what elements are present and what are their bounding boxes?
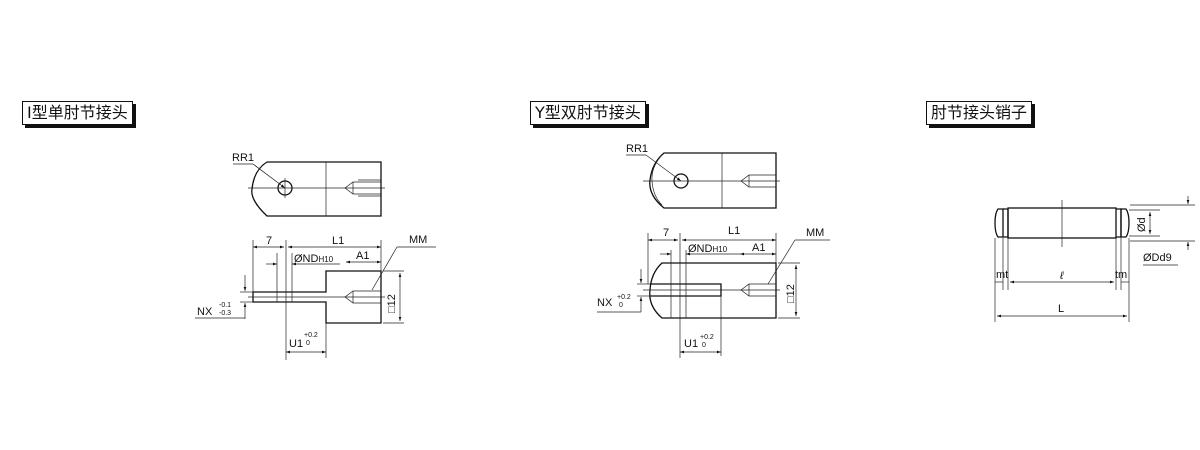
y-u1-lower-tol: 0 xyxy=(702,342,706,349)
pin-dim-L: L xyxy=(1058,303,1064,315)
pin-dim-tm: tm xyxy=(1115,269,1127,281)
i-dim-nx: NX xyxy=(197,306,213,318)
y-dim-sq12: □12 xyxy=(785,284,797,303)
i-nx-lower-tol: -0.3 xyxy=(219,310,231,317)
y-dim-l1: L1 xyxy=(728,225,740,237)
i-dim-l1: L1 xyxy=(332,235,344,247)
pin-dim-D: ØDd9 xyxy=(1143,252,1172,264)
i-dim-u1: U1 xyxy=(289,338,303,350)
y-nx-lower-tol: 0 xyxy=(619,302,623,309)
i-mm-label: MM xyxy=(409,234,427,246)
pin-dim-d: Ød xyxy=(1136,217,1148,232)
i-dim-7: 7 xyxy=(266,235,272,247)
y-u1-upper-tol: +0.2 xyxy=(700,334,714,341)
y-dim-nd: ØNDH10 xyxy=(688,243,728,255)
i-u1-upper-tol: +0.2 xyxy=(304,332,318,339)
y-dim-nx: NX xyxy=(597,297,613,309)
i-type-side-view: 7 L1 ØNDH10 A1 MM □12 NX -0.1 -0.3 xyxy=(195,234,436,360)
title-y-type: Y型双肘节接头 xyxy=(530,101,646,125)
i-rr1-label: RR1 xyxy=(232,152,254,164)
y-mm-label: MM xyxy=(806,227,824,239)
y-dim-7: 7 xyxy=(663,227,669,239)
y-dim-a1: A1 xyxy=(752,242,765,254)
pin-dim-mt: mt xyxy=(996,269,1008,281)
i-dim-a1: A1 xyxy=(356,250,369,262)
y-nx-upper-tol: +0.2 xyxy=(617,294,631,301)
y-dim-u1: U1 xyxy=(684,338,698,350)
pin-drawing: Ød ØDd9 mt ℓ tm L xyxy=(994,196,1195,322)
i-type-top-view: RR1 xyxy=(232,152,385,217)
i-u1-lower-tol: 0 xyxy=(306,340,310,347)
i-dim-sq12: □12 xyxy=(386,294,398,313)
pin-dim-l: ℓ xyxy=(1059,270,1064,282)
y-type-side-view: 7 L1 ØNDH10 A1 MM □12 NX +0.2 0 U1 xyxy=(597,225,830,358)
y-type-top-view: RR1 xyxy=(626,143,780,209)
title-pin: 肘节接头销子 xyxy=(926,101,1033,125)
title-i-type: I型单肘节接头 xyxy=(22,101,133,125)
y-rr1-label: RR1 xyxy=(626,143,648,155)
i-nx-upper-tol: -0.1 xyxy=(219,302,231,309)
i-dim-nd: ØNDH10 xyxy=(294,253,334,265)
